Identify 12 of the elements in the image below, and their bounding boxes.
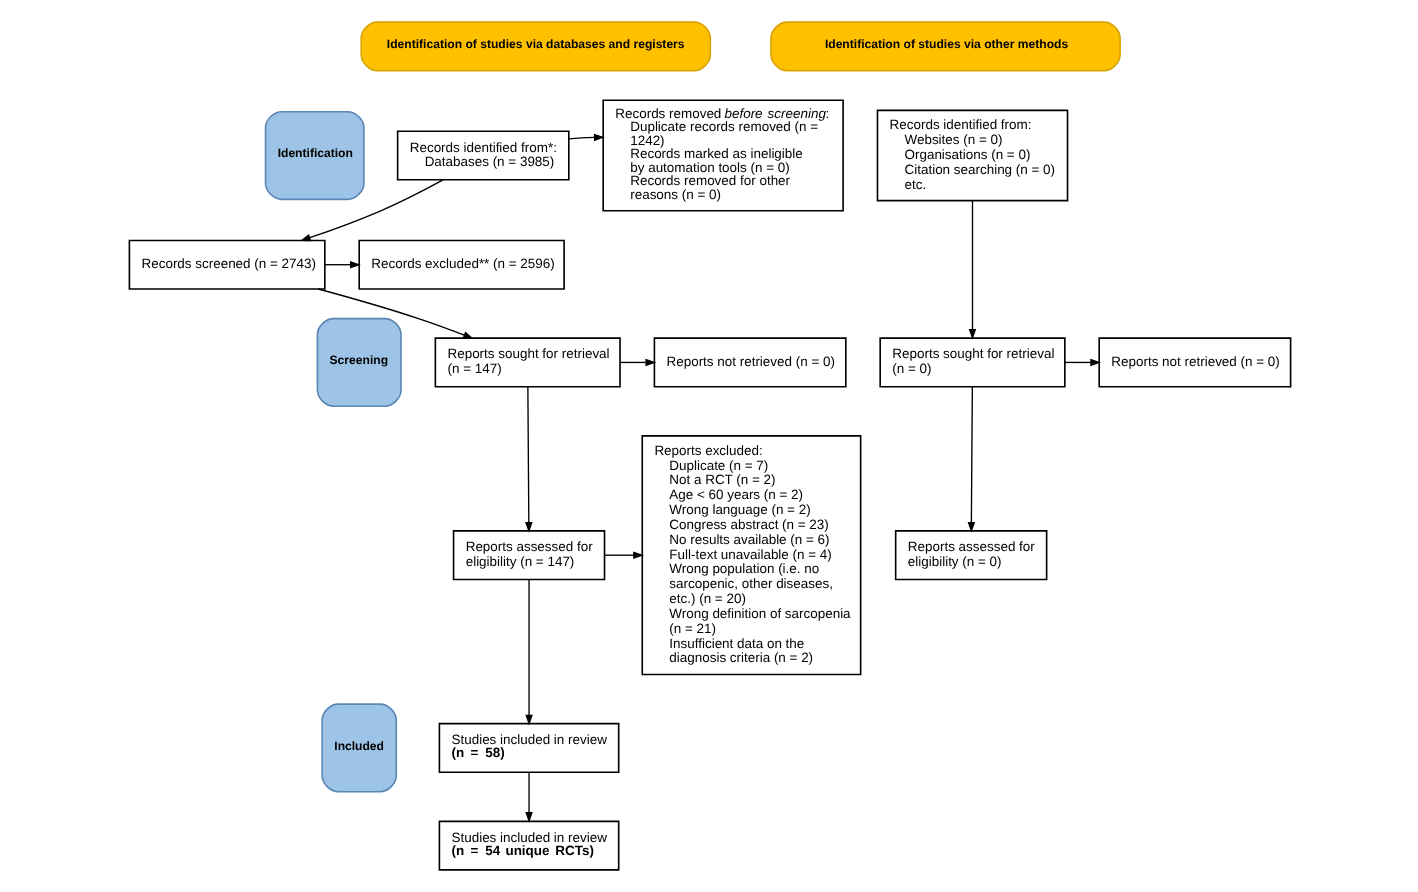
arrow <box>323 260 360 269</box>
arrow <box>316 288 473 339</box>
arrow <box>967 200 976 340</box>
arrow <box>524 578 532 726</box>
arrow <box>966 386 975 533</box>
arrow <box>524 771 532 823</box>
arrow <box>567 133 604 142</box>
arrow <box>602 551 643 559</box>
arrow <box>524 386 532 533</box>
arrow <box>298 179 443 242</box>
arrow <box>1063 358 1101 367</box>
arrow <box>618 358 656 367</box>
